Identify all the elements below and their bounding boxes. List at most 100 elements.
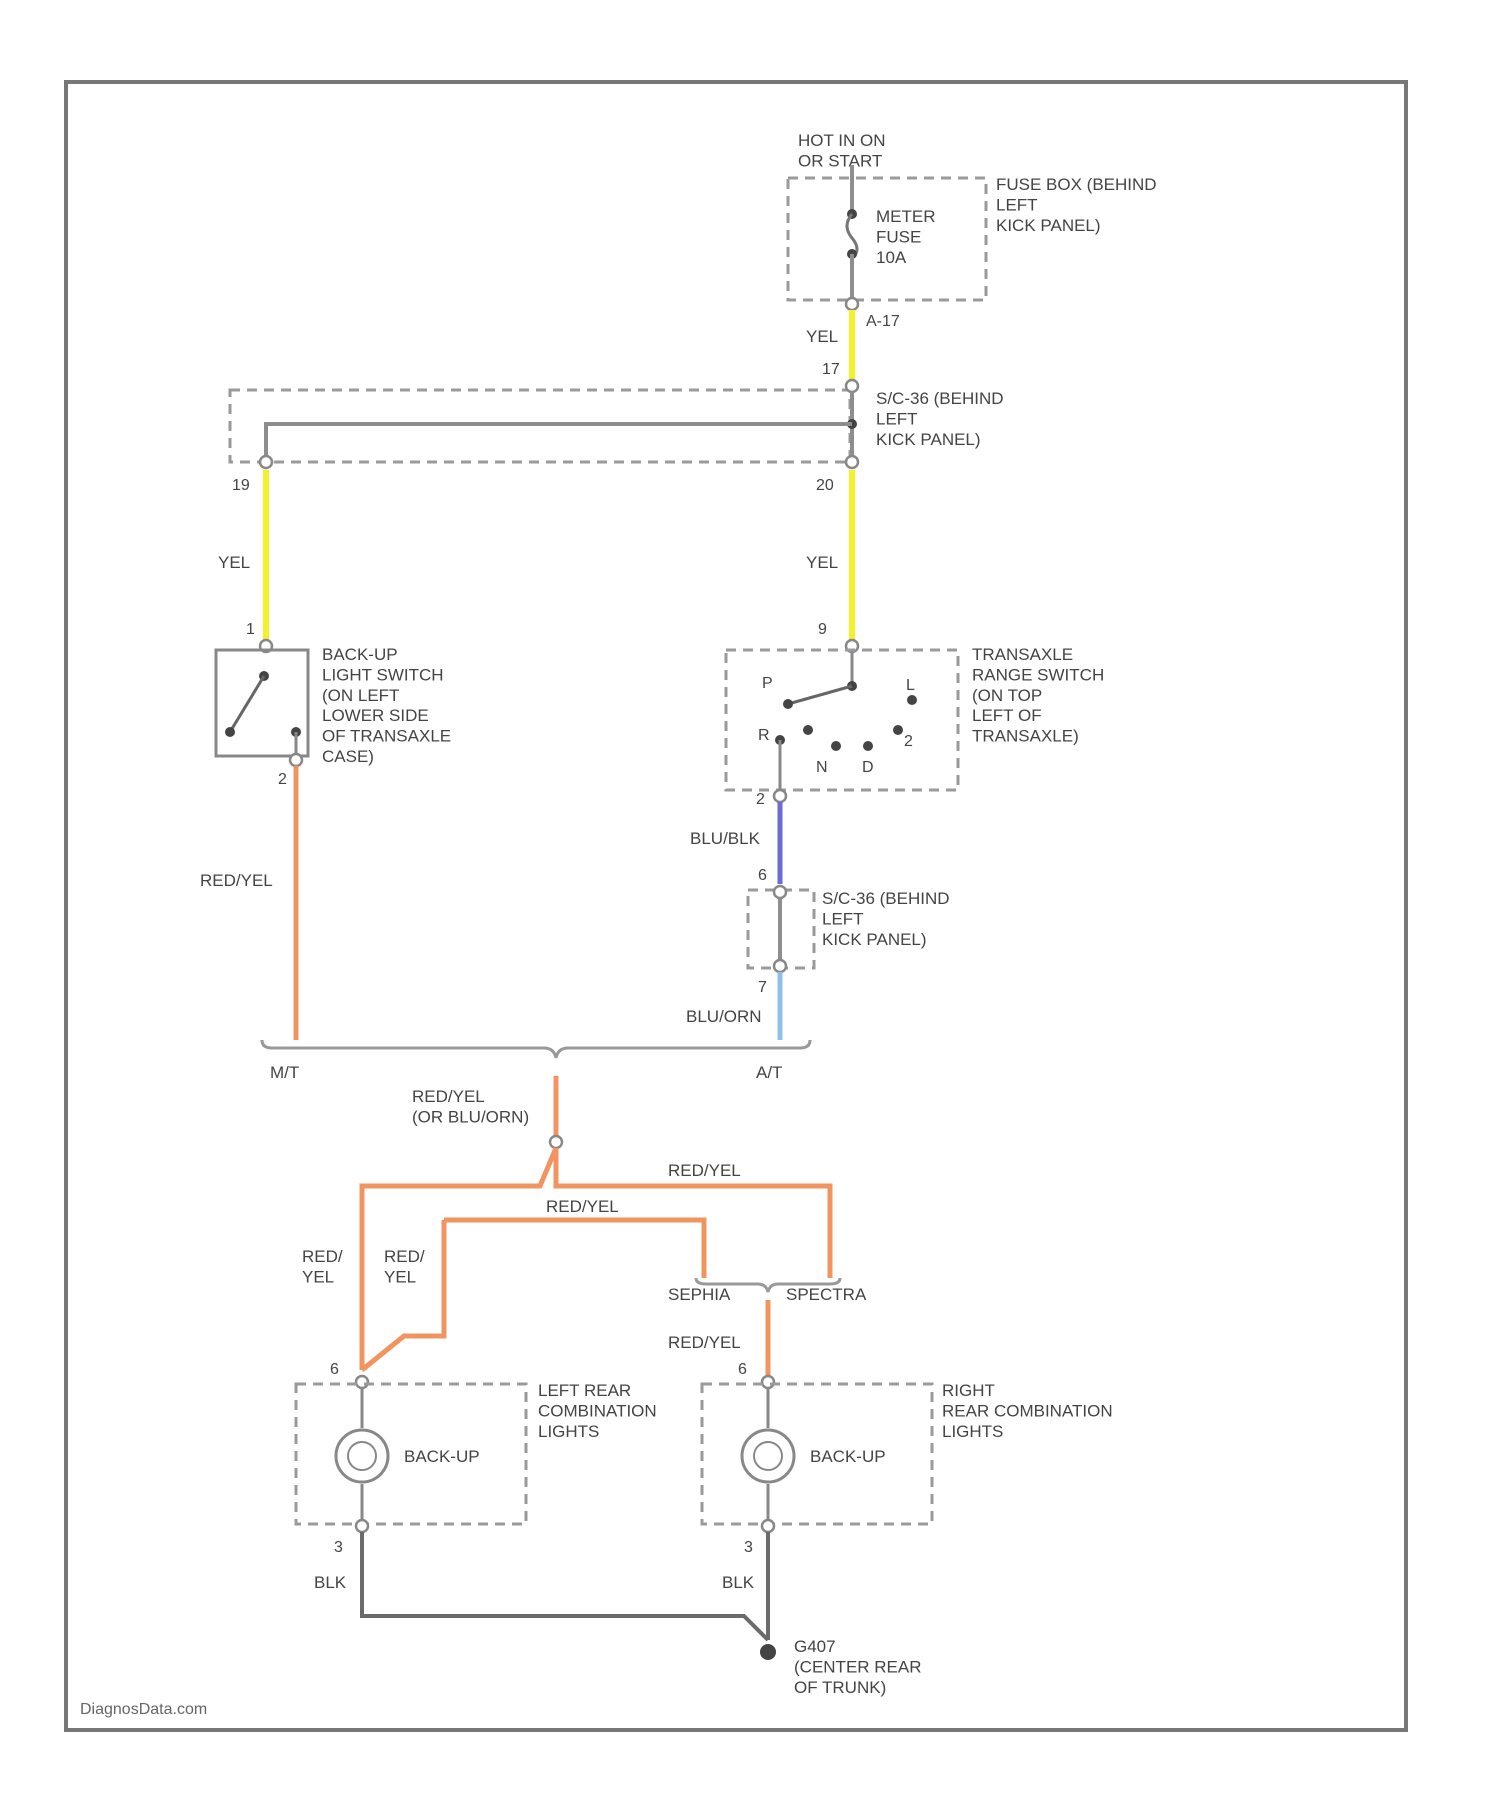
splice-top-label: S/C-36 (BEHINDLEFTKICK PANEL) <box>876 389 1004 449</box>
label-line: YEL <box>302 1267 334 1286</box>
variant-spectra-label: SPECTRA <box>786 1285 867 1304</box>
label-line: KICK PANEL) <box>822 930 927 949</box>
connector-19 <box>260 456 272 468</box>
wire-red-yel-sephia <box>444 1220 704 1278</box>
backup-switch-symbol <box>225 671 301 756</box>
label-line: TRANSAXLE) <box>972 727 1079 746</box>
label-line: LIGHTS <box>942 1422 1003 1441</box>
left-lights-pin-top: 6 <box>330 1361 339 1378</box>
ground-label: G407(CENTER REAR OF TRUNK) <box>794 1637 922 1697</box>
fuse-pin-label: A-17 <box>866 313 900 330</box>
label-line: LIGHT SWITCH <box>322 665 444 684</box>
wire-yel-main-label: YEL <box>806 327 838 346</box>
label-line: RED/YEL <box>412 1087 485 1106</box>
range-switch-pin-bottom: 2 <box>756 791 765 808</box>
label-line: (CENTER REAR <box>794 1657 922 1676</box>
splice-lower-pin-top: 6 <box>758 867 767 884</box>
label-line: LEFT <box>996 195 1038 214</box>
connector-20 <box>846 456 858 468</box>
wire-red-yel-left-inner <box>362 1220 444 1370</box>
label-line: OR START <box>798 151 882 170</box>
backup-switch-pin-bottom: 2 <box>278 771 287 788</box>
splice-lower-conn-bottom <box>774 960 786 972</box>
label-line: RED/ <box>384 1247 425 1266</box>
label-line: TRANSAXLE <box>972 645 1073 664</box>
splice-top-pin-left: 19 <box>232 477 250 494</box>
wire-red-yel-or-label: RED/YEL(OR BLU/ORN) <box>412 1087 529 1126</box>
left-lights-conn-top <box>356 1376 368 1388</box>
label-line: METER <box>876 207 936 226</box>
wire-blk-right-label: BLK <box>722 1573 755 1592</box>
label-line: LOWER SIDE <box>322 706 429 725</box>
left-lights-lamp-label: BACK-UP <box>404 1447 480 1466</box>
label-line: LEFT REAR <box>538 1381 631 1400</box>
label-line: CASE) <box>322 747 374 766</box>
left-backup-lamp-icon <box>336 1388 388 1522</box>
wire-red-yel-mid-label: RED/YEL <box>546 1197 619 1216</box>
label-line: (OR BLU/ORN) <box>412 1107 529 1126</box>
right-lights-conn-bottom <box>762 1520 774 1532</box>
range-pos-n: N <box>816 759 828 776</box>
splice-lower-pin-bottom: 7 <box>758 979 767 996</box>
label-line: LEFT OF <box>972 706 1042 725</box>
wire-red-yel-mt-label: RED/YEL <box>200 871 273 890</box>
splice-top-pin-right: 20 <box>816 477 834 494</box>
label-line: LIGHTS <box>538 1422 599 1441</box>
label-line: RED/ <box>302 1247 343 1266</box>
label-line: REAR COMBINATION <box>942 1401 1113 1420</box>
label-line: KICK PANEL) <box>996 216 1101 235</box>
connector-17 <box>846 380 858 392</box>
wire-red-yel-l2-label: RED/YEL <box>384 1247 425 1286</box>
right-lights-conn-top <box>762 1376 774 1388</box>
backup-switch-conn-bottom <box>290 754 302 766</box>
ground-icon <box>760 1644 776 1660</box>
right-backup-lamp-icon <box>742 1388 794 1522</box>
splice-top-branch <box>266 424 852 458</box>
connector-a17 <box>846 298 858 310</box>
splice-lower-label: S/C-36 (BEHINDLEFTKICK PANEL) <box>822 889 950 949</box>
label-line: LEFT <box>876 409 918 428</box>
label-line: FUSE <box>876 227 921 246</box>
range-pos-p: P <box>762 675 773 692</box>
range-switch-pin-top: 9 <box>818 621 827 638</box>
wire-blk-left <box>362 1532 768 1640</box>
left-lights-pin-bottom: 3 <box>334 1539 343 1556</box>
label-line: OF TRUNK) <box>794 1678 886 1697</box>
wire-red-yel-right-label: RED/YEL <box>668 1333 741 1352</box>
range-pos-2: 2 <box>904 733 913 750</box>
diagram-frame <box>66 82 1406 1730</box>
variant-sephia-label: SEPHIA <box>668 1285 731 1304</box>
wire-red-yel-l1-label: RED/YEL <box>302 1247 343 1286</box>
right-lights-pin-top: 6 <box>738 1361 747 1378</box>
range-pos-d: D <box>862 759 874 776</box>
label-line: FUSE BOX (BEHIND <box>996 175 1157 194</box>
backup-switch-box <box>216 650 308 756</box>
range-pos-r: R <box>758 727 770 744</box>
variant-at-label: A/T <box>756 1063 782 1082</box>
label-line: HOT IN ON <box>798 131 886 150</box>
label-line: RIGHT <box>942 1381 995 1400</box>
connector-common <box>550 1136 562 1148</box>
label-line: OF TRANSAXLE <box>322 727 451 746</box>
variant-bracket-mt-at <box>262 1040 810 1058</box>
wire-red-yel-top-label: RED/YEL <box>668 1161 741 1180</box>
label-line: BACK-UP <box>322 645 398 664</box>
splice-lower-conn-top <box>774 886 786 898</box>
label-line: G407 <box>794 1637 836 1656</box>
wire-blu-orn-label: BLU/ORN <box>686 1007 762 1026</box>
right-lights-lamp-label: BACK-UP <box>810 1447 886 1466</box>
label-line: RANGE SWITCH <box>972 665 1104 684</box>
variant-mt-label: M/T <box>270 1063 299 1082</box>
label-line: COMBINATION <box>538 1401 657 1420</box>
splice-top-pin-in: 17 <box>822 361 840 378</box>
backup-switch-pin-top: 1 <box>246 621 255 638</box>
wire-yel-right-label: YEL <box>806 553 838 572</box>
